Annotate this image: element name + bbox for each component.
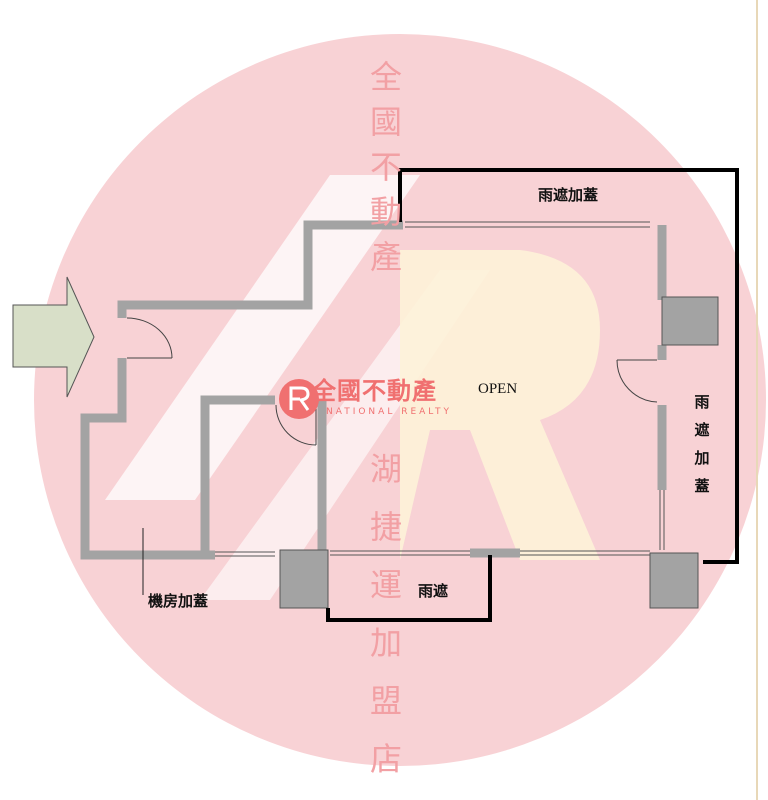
right-canopy-label: 雨 遮 加 蓋 xyxy=(692,388,712,500)
logo-r-mark xyxy=(289,386,310,411)
watermark-char: 加 xyxy=(369,624,402,662)
canopy-boundary-bottom xyxy=(326,555,492,622)
open-label: OPEN xyxy=(478,381,518,397)
watermark-char: 不 xyxy=(369,148,402,186)
bottom-canopy-label: 雨遮 xyxy=(418,582,449,600)
watermark-char: 捷 xyxy=(369,508,402,546)
watermark-column-bottom: 湖 捷 運 加 盟 店 xyxy=(366,440,406,788)
watermark-char: 運 xyxy=(369,566,402,604)
right-canopy-char: 蓋 xyxy=(694,477,710,495)
watermark-triangle xyxy=(105,175,420,500)
watermark-char: 店 xyxy=(369,740,402,778)
canopy-boundary-top-right xyxy=(398,168,739,564)
watermark-char: 產 xyxy=(369,238,402,276)
watermark-char: 盟 xyxy=(369,682,402,720)
watermark-char: 國 xyxy=(369,103,402,141)
column-block-east xyxy=(661,296,719,346)
watermark-char: 動 xyxy=(369,193,402,231)
watermark-char: 湖 xyxy=(369,450,402,488)
machine-room-label: 機房加蓋 xyxy=(148,592,209,610)
right-canopy-char: 加 xyxy=(694,449,710,467)
top-canopy-label: 雨遮加蓋 xyxy=(538,186,599,204)
logo-text-en: NATIONAL REALTY xyxy=(326,407,453,417)
watermark-r-shape xyxy=(400,250,600,560)
column-block-right xyxy=(649,552,699,609)
watermark-column-top: 全 國 不 動 產 xyxy=(366,55,406,280)
right-canopy-char: 雨 xyxy=(694,393,710,411)
column-block-left xyxy=(279,549,329,609)
watermark-char: 全 xyxy=(369,58,402,96)
right-canopy-char: 遮 xyxy=(694,421,710,439)
doors xyxy=(126,317,658,446)
entry-arrow xyxy=(12,276,95,398)
walls xyxy=(80,220,667,560)
logo-text-cn: 全國不動產 xyxy=(312,377,437,405)
windows xyxy=(215,221,665,557)
